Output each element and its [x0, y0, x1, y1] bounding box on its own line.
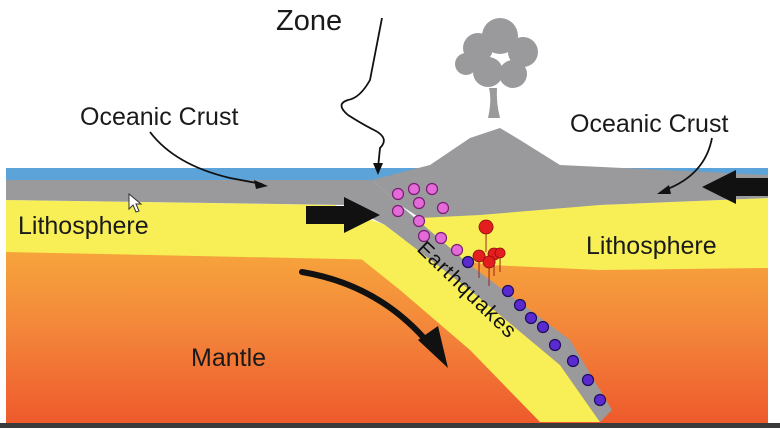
lithosphere-left: [6, 200, 390, 260]
zone-pointer: [340, 17, 385, 169]
oceanic-crust-right-pointer: [664, 137, 713, 191]
shallow-earthquakes: [391, 182, 464, 257]
mouse-pointer-icon: [128, 192, 143, 213]
zone-label: Zone: [276, 5, 342, 37]
mantle-flow-arrowhead: [418, 326, 448, 368]
volcano-icon: [372, 128, 768, 218]
mantle-label: Mantle: [191, 344, 266, 372]
zone-pointer-head: [373, 163, 383, 175]
oceanic-crust-left: [6, 180, 400, 205]
magma-droplet-icon: [472, 219, 506, 287]
plate-motion-arrow-right: [702, 170, 768, 204]
oceanic-crust-left-pointer: [149, 131, 263, 185]
plate-motion-arrow-left: [306, 197, 380, 233]
mantle-flow-arrow: [299, 269, 433, 348]
oceanic-crust-left-pointer-head: [254, 180, 268, 189]
oceanic-crust-right-pointer-head: [657, 185, 671, 194]
oceanic-crust-right-label: Oceanic Crust: [570, 110, 728, 138]
bottom-bar: [0, 423, 780, 428]
lithosphere-left-label: Lithosphere: [18, 212, 149, 240]
eruption-cloud-icon: [455, 18, 538, 118]
oceanic-crust-left-label: Oceanic Crust: [80, 103, 238, 131]
lithosphere-right-label: Lithosphere: [586, 232, 717, 260]
deep-earthquakes: [461, 255, 607, 407]
lithosphere-right: [420, 198, 768, 270]
subducting-slab: [330, 205, 600, 422]
